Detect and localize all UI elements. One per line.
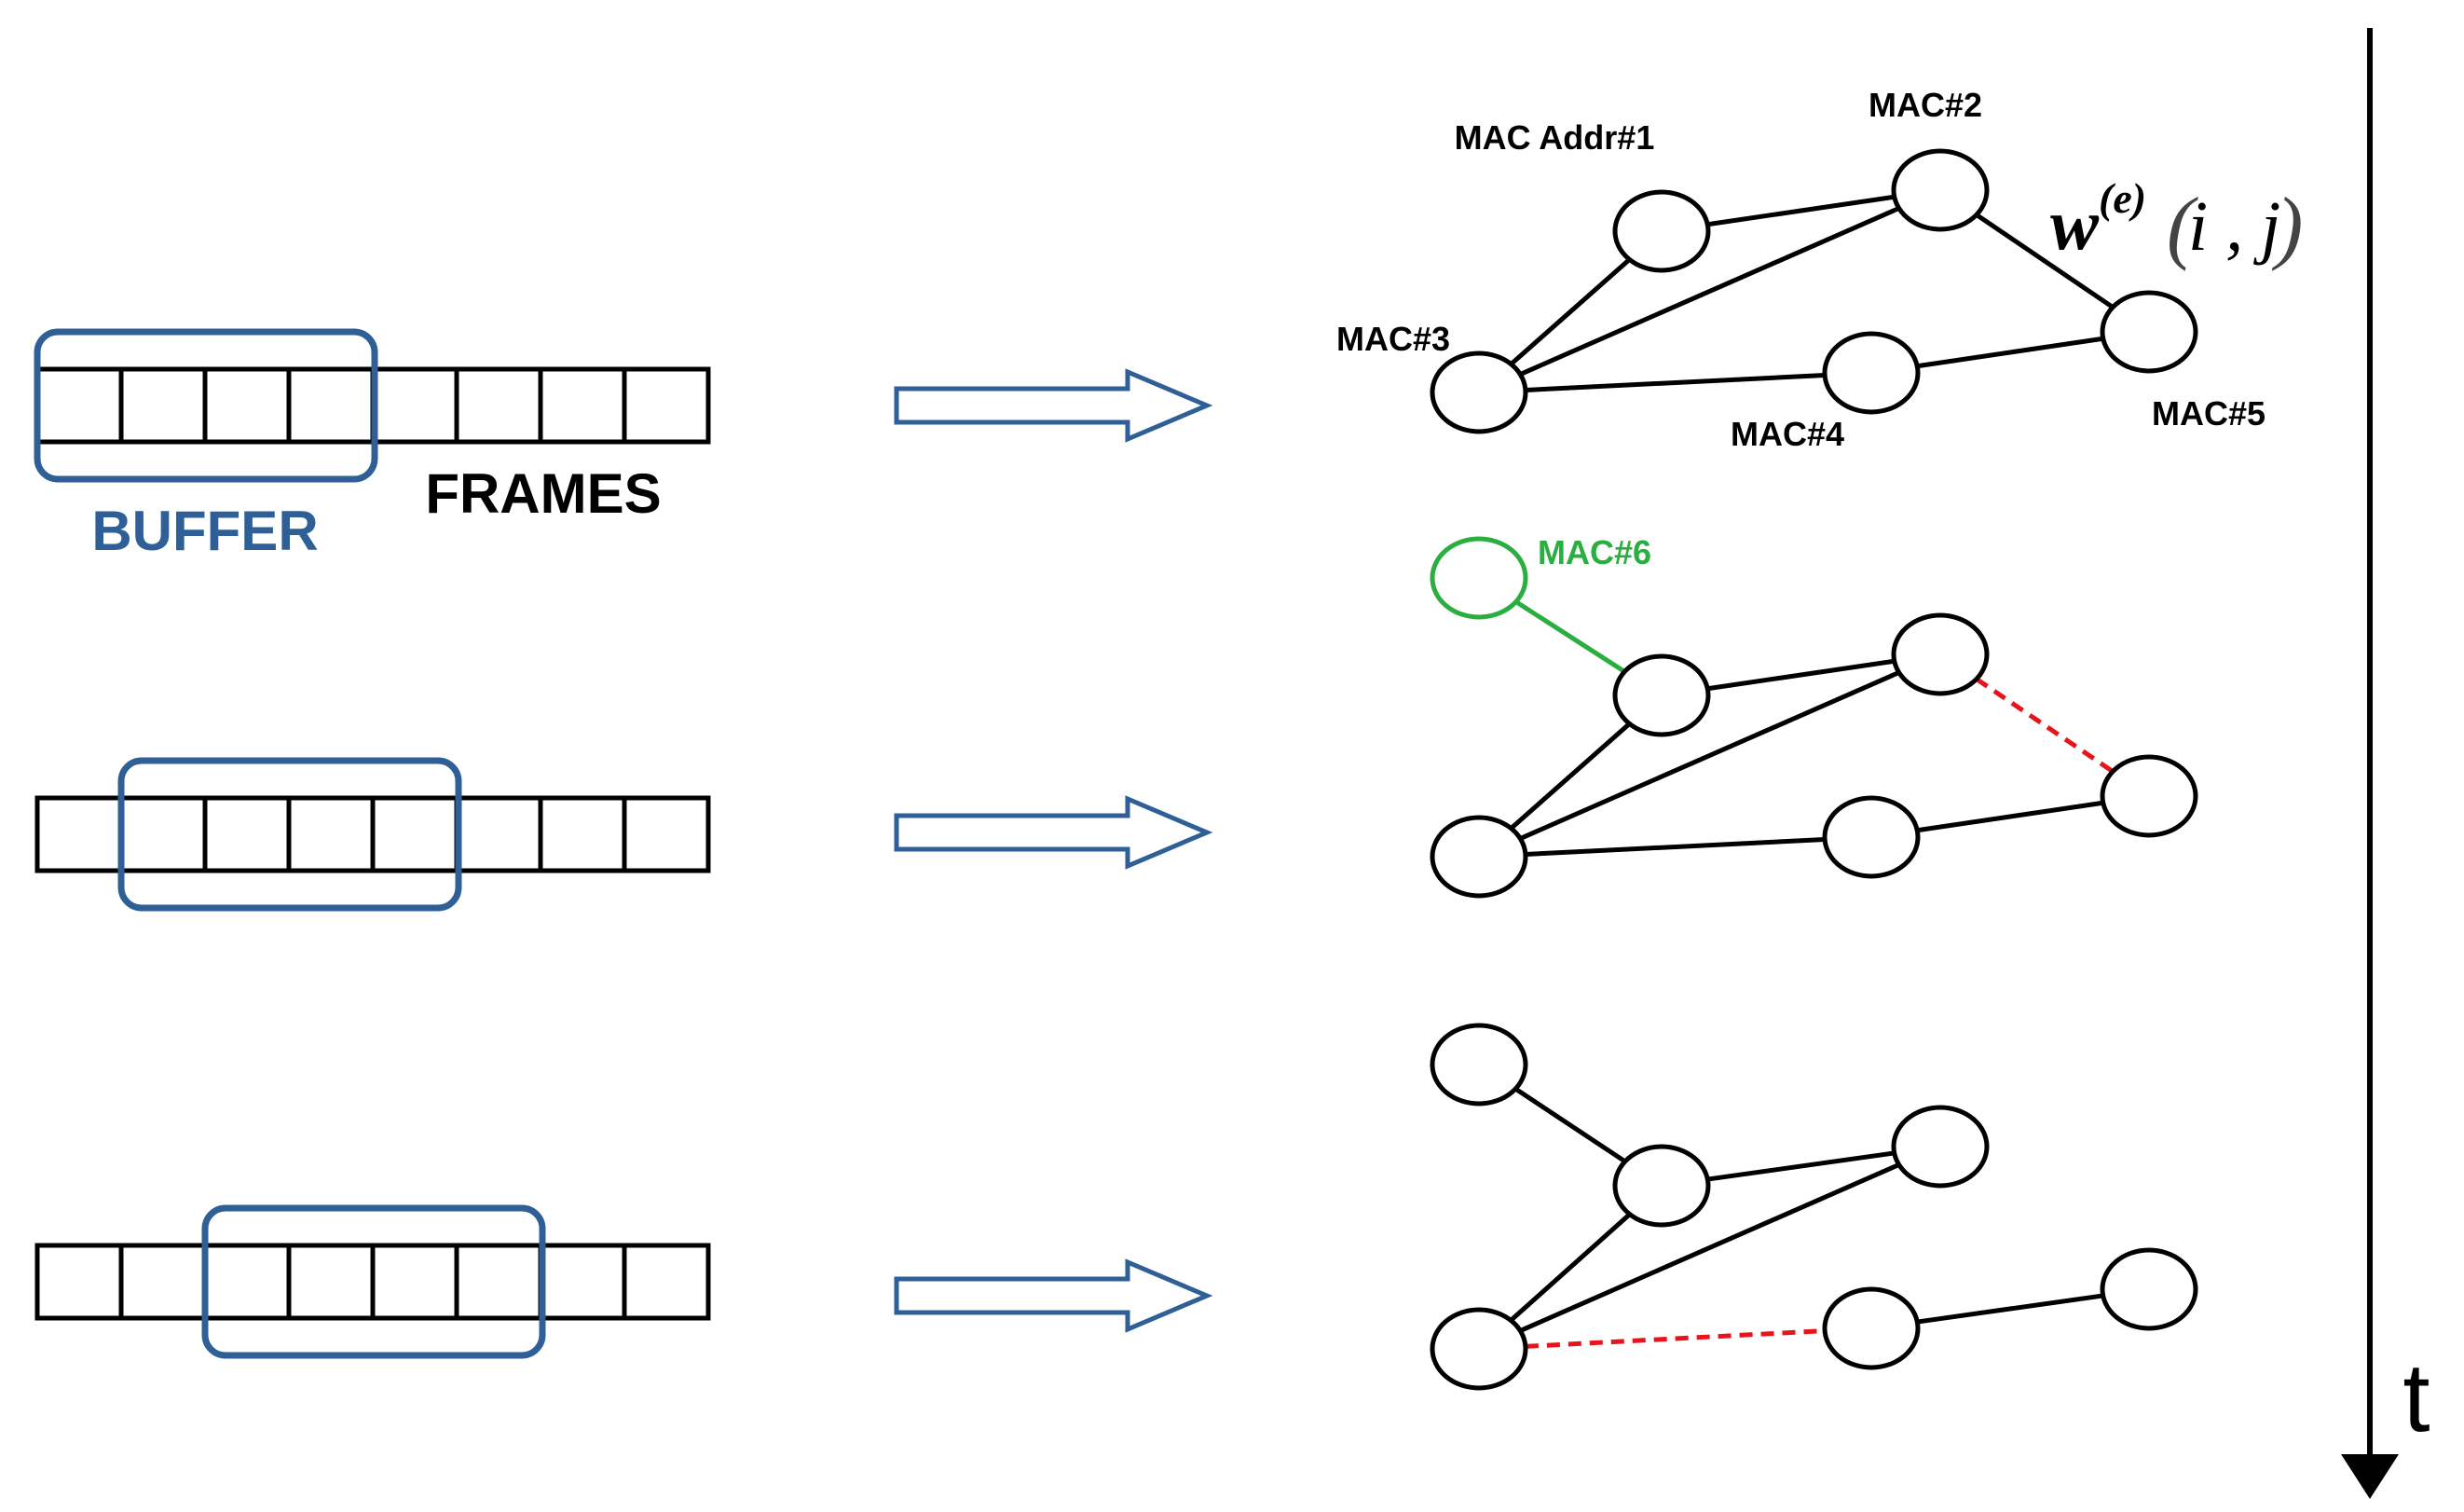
graph-edge-solid	[1509, 1212, 1632, 1323]
frame-cell	[370, 795, 459, 873]
graph-edge-new	[1514, 599, 1626, 674]
graph-node	[1430, 1307, 1528, 1391]
graph-edge-solid	[1519, 670, 1900, 841]
frame-cell	[202, 1243, 292, 1321]
graph-edge-solid	[1509, 257, 1632, 366]
node-label: MAC#6	[1538, 533, 1651, 571]
graph-edge-solid	[1706, 194, 1896, 227]
edge-weight-superscript: (e)	[2099, 174, 2146, 222]
frame-cell	[538, 366, 627, 445]
edge-weight-open-paren: (	[2167, 182, 2198, 272]
buffer-window	[201, 1204, 546, 1359]
edge-weight-close-paren: )	[2271, 182, 2303, 272]
frame-cell	[286, 366, 376, 445]
transform-arrow	[894, 1258, 1213, 1333]
frame-cell	[622, 795, 711, 873]
graph-edge-solid	[1706, 658, 1896, 692]
frame-cell	[34, 1243, 124, 1321]
frame-cell	[370, 1243, 459, 1321]
graph-edge-removed	[1525, 1328, 1826, 1349]
graph-edge-solid	[1519, 1162, 1900, 1333]
graph-edge-solid	[1706, 1150, 1896, 1182]
graph-node	[1891, 612, 1990, 696]
edge-weight-base: w	[2050, 184, 2100, 265]
frame-cell	[118, 795, 208, 873]
graph-node	[1430, 351, 1528, 434]
frame-strip	[34, 795, 711, 873]
time-axis-arrowhead	[2341, 1454, 2399, 1499]
graph-edge-removed	[1975, 677, 2115, 774]
graph-edge-solid	[1525, 836, 1826, 858]
graph-edge-solid	[1513, 1086, 1627, 1164]
transform-arrow	[894, 795, 1213, 870]
frame-cell	[622, 1243, 711, 1321]
frame-cell	[286, 795, 376, 873]
graph-edge-solid	[1916, 800, 2104, 833]
node-label: MAC#4	[1731, 415, 1844, 453]
time-axis-label: t	[2402, 1343, 2430, 1452]
node-label: MAC Addr#1	[1455, 118, 1655, 157]
graph-node	[1612, 1144, 1711, 1228]
graph-node	[1891, 1105, 1990, 1189]
buffer-window	[117, 757, 462, 912]
graph-node	[1822, 1286, 1921, 1370]
graph-edge-solid	[1519, 206, 1900, 377]
graph-node	[1822, 331, 1921, 415]
row-3	[34, 1023, 2198, 1391]
frame-strip	[34, 1243, 711, 1321]
frame-cell	[370, 366, 459, 445]
graph-edge-solid	[1916, 1293, 2104, 1325]
frame-cell	[202, 795, 292, 873]
graph-node	[1612, 653, 1711, 737]
frame-cell	[622, 366, 711, 445]
graph-edge-solid	[1509, 722, 1632, 831]
node-label: MAC#2	[1869, 86, 1982, 124]
graph-node	[2100, 290, 2198, 374]
graph-node	[1891, 148, 1990, 232]
frame-cell	[118, 1243, 208, 1321]
frame-cell	[202, 366, 292, 445]
transform-arrow	[894, 368, 1213, 443]
frame-cell	[538, 1243, 627, 1321]
graph-node	[1430, 536, 1528, 620]
graph-edge-solid	[1916, 336, 2104, 369]
frame-cell	[538, 795, 627, 873]
graph-node	[1612, 189, 1711, 273]
frame-cell	[454, 1243, 543, 1321]
frame-cell	[286, 1243, 376, 1321]
edge-weight-formula: w (e) ( i , j )	[2050, 174, 2303, 272]
graph-node	[1430, 1023, 1528, 1107]
frame-cell	[118, 366, 208, 445]
frame-cell	[454, 366, 543, 445]
graph-node	[1430, 815, 1528, 899]
buffer-label: BUFFER	[91, 500, 318, 562]
graph-edge-solid	[1975, 213, 2115, 309]
graph-edge-solid	[1525, 372, 1826, 393]
graph-node	[2100, 1247, 2198, 1331]
graph-node	[1822, 795, 1921, 879]
node-label: MAC#5	[2152, 394, 2266, 433]
graph-node	[2100, 754, 2198, 838]
row-2: MAC#6	[34, 533, 2198, 912]
edge-weight-args: i , j	[2188, 187, 2280, 266]
frame-cell	[34, 795, 124, 873]
node-label: MAC#3	[1336, 320, 1450, 358]
buffer-window	[34, 328, 378, 483]
frame-cell	[454, 795, 543, 873]
frames-label: FRAMES	[425, 462, 661, 525]
frame-cell	[34, 366, 124, 445]
